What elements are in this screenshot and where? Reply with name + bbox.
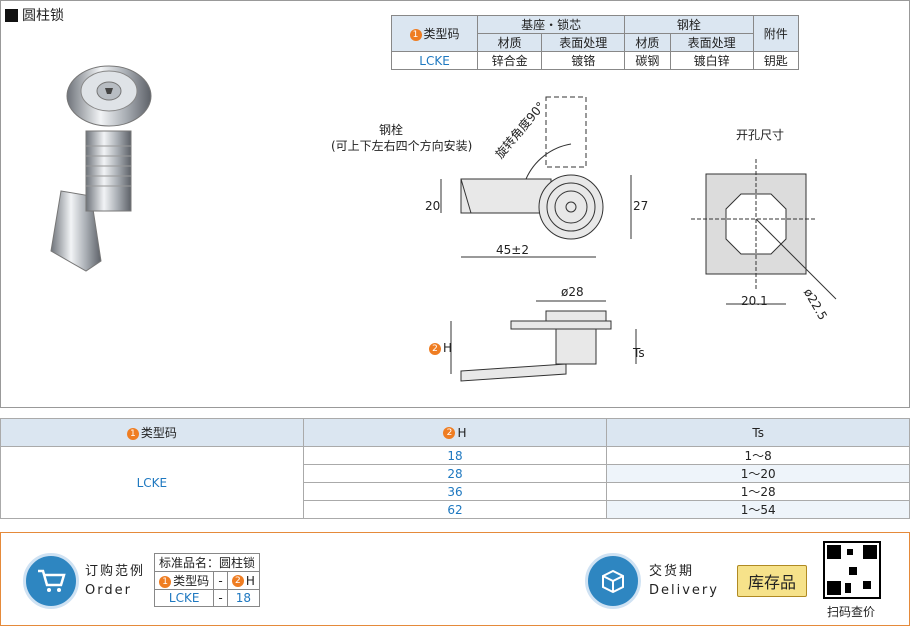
order-section: 订购范例 Order [23,553,145,609]
h-cell: 28 [302,464,608,483]
ts-cell: 1～54 [606,500,910,519]
order-code-value: LCKE [153,589,215,607]
h-cell: 36 [302,482,608,501]
page-title: 圆柱锁 [5,5,64,25]
qr-label: 扫码查价 [827,605,876,619]
order-dash: - [213,589,228,607]
badge-1-icon: 1 [159,575,172,588]
spec-cell: 钥匙 [752,51,800,70]
order-label-en: Order [85,583,132,598]
dim-27: 27 [633,199,649,213]
box-icon [585,553,641,609]
dim-45: 45±2 [496,243,529,257]
delivery-label: 交货期 [649,564,695,579]
square-icon [5,8,18,22]
ts-cell: 1～28 [606,482,910,501]
bolt-label: 钢栓 [379,123,404,137]
table-row: 28 1～20 [1,464,910,483]
spec-cell: 锌合金 [477,51,543,70]
spec-bolt-material-header: 材质 [624,33,671,52]
spec-cell: 镀白锌 [669,51,754,70]
bolt-note: (可上下左右四个方向安装) [331,139,473,153]
badge-1-icon: 1 [409,28,422,41]
ts-cell: 1～20 [606,464,910,483]
order-label: 订购范例 [85,564,146,579]
badge-1-icon: 1 [126,427,139,440]
delivery-label-en: Delivery [649,583,719,598]
hole-title: 开孔尺寸 [736,128,785,142]
std-name: 标准品名：圆柱锁 [153,553,261,572]
spec-bolt-header: 钢栓 [624,15,754,34]
dim-20: 20 [425,199,441,213]
spec-base-material-header: 材质 [477,33,543,52]
spec-cell: 镀铬 [541,51,626,70]
badge-2-icon: 2 [231,575,244,587]
spec-cell: 碳钢 [624,51,671,70]
technical-drawing [440,96,837,382]
badge-2-icon: 2 [443,427,456,439]
spec-code-cell: LCKE [390,51,479,70]
header-ts: Ts [606,418,910,447]
delivery-section: 交货期 Delivery 库存品 [585,553,807,609]
cart-icon [23,553,79,609]
stock-badge: 库存品 [736,565,807,597]
table-row: LCKE 18 1～8 [0,446,910,519]
dim-20-1: 20.1 [741,294,768,308]
badge-2-icon: 2 [429,342,441,355]
type-code-cell: LCKE [0,446,304,519]
product-photo [50,65,152,272]
spec-accessory-header: 附件 [752,15,800,52]
ts-cell: 1～8 [606,446,910,465]
dim-ts: Ts [633,346,645,360]
qr-code-icon[interactable] [823,541,881,599]
h-cell: 62 [302,500,608,519]
spec-bolt-surface-header: 表面处理 [669,33,754,52]
spec-base-surface-header: 表面处理 [541,33,626,52]
h-cell: 18 [302,446,608,465]
order-dash: - [213,571,228,590]
spec-base-header: 基座・锁芯 [477,15,626,34]
dim-28: ø28 [561,285,584,299]
order-h-value: 18 [226,589,261,607]
table-row: 62 1～54 [1,500,910,519]
